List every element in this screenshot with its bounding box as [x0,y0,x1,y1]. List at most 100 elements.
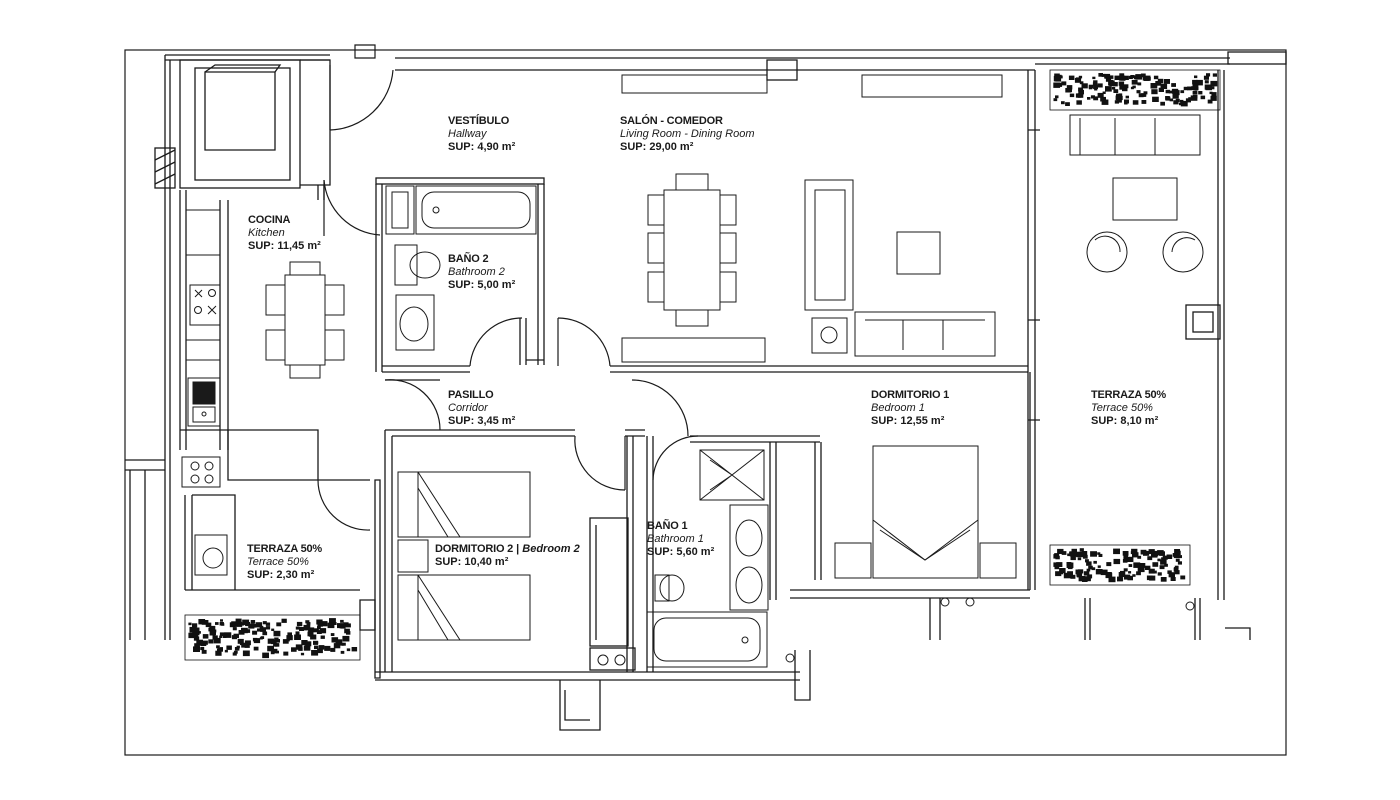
planter-mark [337,623,344,629]
planter-mark [1166,554,1173,559]
planter-mark [1118,572,1126,578]
planter-mark [343,623,347,627]
bano1-name: BAÑO 1 [647,520,688,532]
planter-mark [1160,101,1165,106]
label-terraza-pequena: TERRAZA 50% Terrace 50% SUP: 2,30 m² [247,543,322,582]
planter-mark [1174,565,1179,569]
planter-mark [198,619,206,625]
planter-mark [281,618,287,623]
terraza-grande-name-en: Terrace 50% [1091,402,1153,414]
planter-mark [1061,101,1065,105]
planter-mark [1070,574,1076,579]
planter-mark [1155,81,1162,86]
planter-mark [1210,95,1217,101]
pasillo-area: SUP: 3,45 m² [448,415,516,427]
planter-mark [273,630,281,637]
planter-mark [317,622,323,627]
planter-mark [219,632,225,637]
planter-mark [345,623,351,628]
planter-mark [1078,576,1086,582]
planter-mark [1180,90,1185,94]
planter-mark [1061,81,1067,86]
planter-mark [271,628,275,631]
planter-mark [224,649,228,653]
planter-mark [1087,574,1093,579]
planter-mark [1157,78,1164,84]
planter-mark [329,618,336,624]
planter-mark [1192,79,1198,85]
planter-mark [1160,577,1167,582]
exterior-walls [125,51,1287,731]
planter-mark [286,635,293,641]
planter-mark [1113,89,1119,93]
planter-mark [1132,574,1136,577]
planter-mark [1114,75,1120,80]
planter-mark [1079,548,1084,552]
bano1-area: SUP: 5,60 m² [647,546,715,558]
bano2-area: SUP: 5,00 m² [448,279,516,291]
planter-mark [200,647,204,651]
planter-mark [1086,568,1091,572]
planter-mark [344,628,350,634]
planter-mark [1053,82,1061,88]
planter-mark [1105,77,1112,82]
planter-mark [276,622,282,627]
planter-mark [1175,550,1181,556]
terraza-grande-area: SUP: 8,10 m² [1091,415,1159,427]
planter-mark [213,637,221,644]
planter-mark [1168,572,1175,578]
planter-mark [1057,548,1064,554]
planter-mark [231,621,238,627]
planter-mark [1085,559,1089,563]
planter-mark [1061,551,1067,555]
planter-mark [1098,553,1103,557]
planter-mark [342,635,350,642]
planter-mark [1137,566,1145,573]
bano2-name: BAÑO 2 [448,253,489,265]
planter-mark [1067,553,1071,557]
planter-mark [319,628,327,634]
planter-mark [1116,98,1122,103]
planter-mark [1108,576,1116,583]
planter-mark [1097,92,1104,98]
planter-mark [233,650,238,654]
planter-mark [1173,100,1179,105]
planter-mark [1169,98,1174,102]
planter-mark [1054,553,1060,557]
planter-mark [216,645,220,649]
bano2-name-en: Bathroom 2 [448,266,505,278]
terrace-big-furniture [1069,114,1204,273]
planter-mark [220,619,223,622]
planter-mark [1118,75,1126,81]
planter-mark [317,648,323,654]
planter-mark [267,638,275,644]
planter-mark [1165,96,1170,100]
planter-mark [192,623,198,628]
planter-mark [310,634,317,640]
planter-mark [1112,82,1118,87]
planter-mark [1179,102,1183,106]
planter-mark [226,645,232,650]
vestibulo-name: VESTÍBULO [448,115,510,127]
planter-mark [1132,100,1139,105]
planter-mark [1123,75,1129,80]
bedroom-2-furniture [397,471,531,641]
planter-mark [1084,576,1091,582]
planter-mark [1128,564,1133,567]
planter-mark [1137,82,1142,86]
planter-mark [1076,100,1082,105]
planter-mark [204,620,209,624]
bathroom-1-fixtures [597,449,1195,668]
vestibulo-area: SUP: 4,90 m² [448,141,516,153]
planter-mark [1065,102,1070,106]
planter-mark [209,625,216,631]
planter-mark [1097,83,1103,88]
planter-mark [1119,73,1125,78]
planter-mark [1056,562,1063,567]
planter-mark [201,649,207,654]
planter-mark [1210,80,1218,87]
drawing-frame [124,49,1287,756]
planter-mark [1192,83,1199,89]
planter-mark [1076,551,1083,558]
planter-mark [218,647,223,652]
